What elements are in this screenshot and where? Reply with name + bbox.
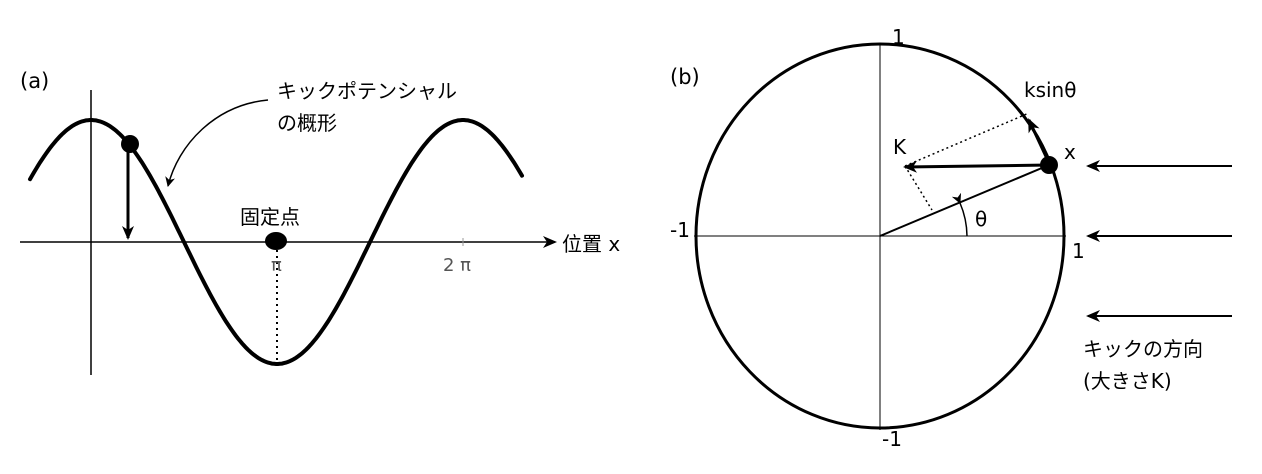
left-tick-label: -1 bbox=[670, 218, 690, 242]
annotation-arrow bbox=[165, 99, 269, 187]
potential-curve bbox=[28, 118, 524, 366]
fixed-point-label: 固定点 bbox=[240, 205, 300, 229]
particle-on-circle bbox=[1040, 156, 1058, 174]
radius-line bbox=[879, 164, 1050, 237]
k-label: K bbox=[893, 135, 907, 159]
top-tick-label: 1 bbox=[892, 25, 905, 49]
position-axis-label: 位置 x bbox=[562, 232, 620, 256]
tick-pi-label: π bbox=[271, 255, 282, 276]
kick-vector-arrow bbox=[903, 160, 1050, 173]
kick-direction-line1: キックの方向 bbox=[1083, 337, 1203, 361]
panel-a-label: (a) bbox=[20, 69, 49, 93]
panel-a: (a) キックポテンシャル の概形 固定点 位置 x π 2 π bbox=[20, 69, 620, 375]
ksin-label: ksinθ bbox=[1024, 78, 1076, 102]
tick-2pi-label: 2 π bbox=[443, 255, 471, 276]
particle-on-curve bbox=[121, 135, 139, 153]
potential-label-line1: キックポテンシャル bbox=[277, 79, 457, 103]
right-tick-label: 1 bbox=[1072, 239, 1085, 263]
potential-label-line2: の概形 bbox=[277, 111, 337, 135]
fixed-point-dot bbox=[265, 232, 287, 250]
theta-arc bbox=[951, 192, 968, 237]
panel-b-label: (b) bbox=[670, 65, 700, 89]
x-label: x bbox=[1064, 140, 1076, 164]
panel-b: (b) 1 -1 -1 1 θ K x ksinθ キックの方向 (大きさK bbox=[670, 25, 1232, 451]
projection-dotted-line bbox=[904, 112, 1030, 167]
kick-direction-line2: (大きさK) bbox=[1083, 369, 1172, 393]
theta-label: θ bbox=[975, 207, 987, 231]
bottom-tick-label: -1 bbox=[882, 427, 902, 451]
tangential-arrow bbox=[1027, 118, 1051, 164]
perpendicular-dotted-line bbox=[904, 165, 933, 211]
